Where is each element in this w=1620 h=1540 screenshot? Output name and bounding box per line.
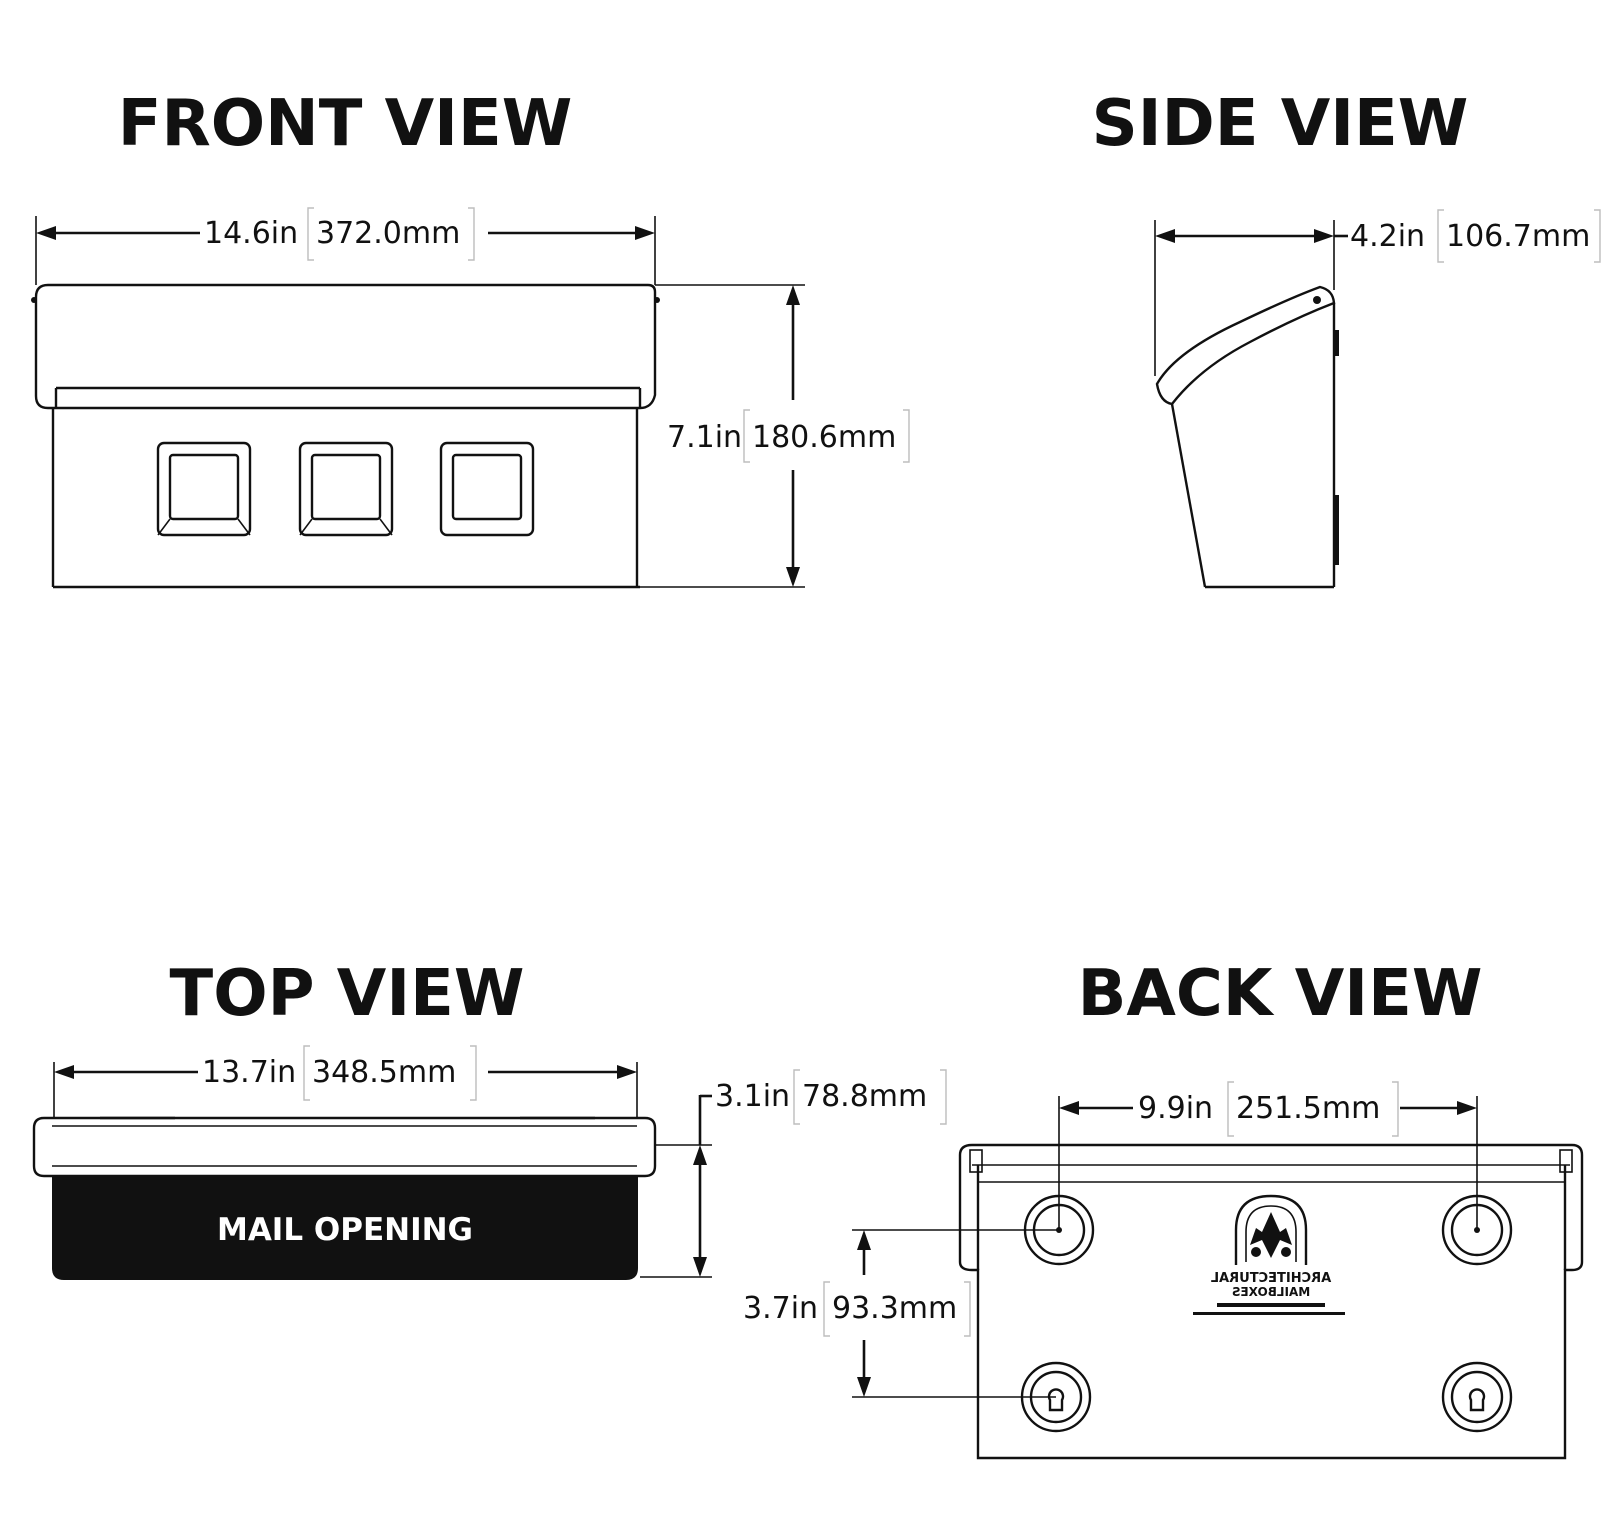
top-width-in: 13.7in: [202, 1055, 296, 1090]
back-hole-vertical-mm: 93.3mm: [832, 1291, 957, 1326]
keyhole-bottom-right: [1441, 1361, 1513, 1433]
front-width-mm: 372.0mm: [316, 216, 460, 251]
front-mailbox-body: [31, 283, 660, 589]
top-depth-in: 3.1in: [715, 1079, 790, 1114]
side-mailbox-profile: [1155, 285, 1339, 589]
side-depth-in: 4.2in: [1350, 219, 1425, 254]
brand-logo-stamp: ARCHITECTURAL MAILBOXES: [1193, 1194, 1345, 1315]
top-depth-dimension: 3.1in 78.8mm: [640, 1069, 947, 1278]
front-height-dimension: 7.1in 180.6mm: [640, 284, 910, 588]
front-window-2: [298, 441, 394, 537]
top-view: TOP VIEW 13.7in 348.5mm MAIL OPENING: [32, 957, 947, 1280]
back-mailbox-outline: [958, 1143, 1584, 1460]
back-view: BACK VIEW 9.9in 251.5mm: [743, 957, 1584, 1460]
mail-opening: MAIL OPENING: [52, 1176, 638, 1280]
front-height-mm: 180.6mm: [752, 420, 896, 455]
top-width-mm: 348.5mm: [312, 1055, 456, 1090]
side-depth-dimension: 4.2in 106.7mm: [1154, 209, 1601, 376]
top-width-dimension: 13.7in 348.5mm: [53, 1045, 638, 1118]
side-view: SIDE VIEW 4.2in 106.7mm: [1092, 87, 1601, 589]
front-width-dimension: 14.6in 372.0mm: [35, 207, 656, 285]
side-depth-mm: 106.7mm: [1446, 219, 1590, 254]
top-mailbox-outline: [32, 1116, 657, 1178]
front-window-1: [156, 441, 252, 537]
back-view-title: BACK VIEW: [1078, 957, 1483, 1031]
mail-opening-label: MAIL OPENING: [217, 1212, 473, 1248]
top-view-title: TOP VIEW: [170, 957, 525, 1031]
front-view-title: FRONT VIEW: [118, 87, 573, 161]
back-hole-vertical-dimension: 3.7in 93.3mm: [743, 1229, 1059, 1398]
back-hole-spacing-mm: 251.5mm: [1236, 1091, 1380, 1126]
mount-hole-top-right: [1441, 1194, 1513, 1266]
front-width-in: 14.6in: [204, 216, 298, 251]
front-view: FRONT VIEW 14.6in 372.0mm: [31, 87, 910, 589]
side-view-title: SIDE VIEW: [1092, 87, 1469, 161]
front-window-3: [439, 441, 535, 537]
logo-line-1: ARCHITECTURAL: [1211, 1271, 1331, 1286]
logo-line-2: MAILBOXES: [1232, 1285, 1310, 1299]
back-hole-spacing-in: 9.9in: [1138, 1091, 1213, 1126]
back-hole-spacing-dimension: 9.9in 251.5mm: [1058, 1081, 1478, 1230]
top-depth-mm: 78.8mm: [802, 1079, 927, 1114]
back-hole-vertical-in: 3.7in: [743, 1291, 818, 1326]
front-height-in: 7.1in: [667, 420, 742, 455]
